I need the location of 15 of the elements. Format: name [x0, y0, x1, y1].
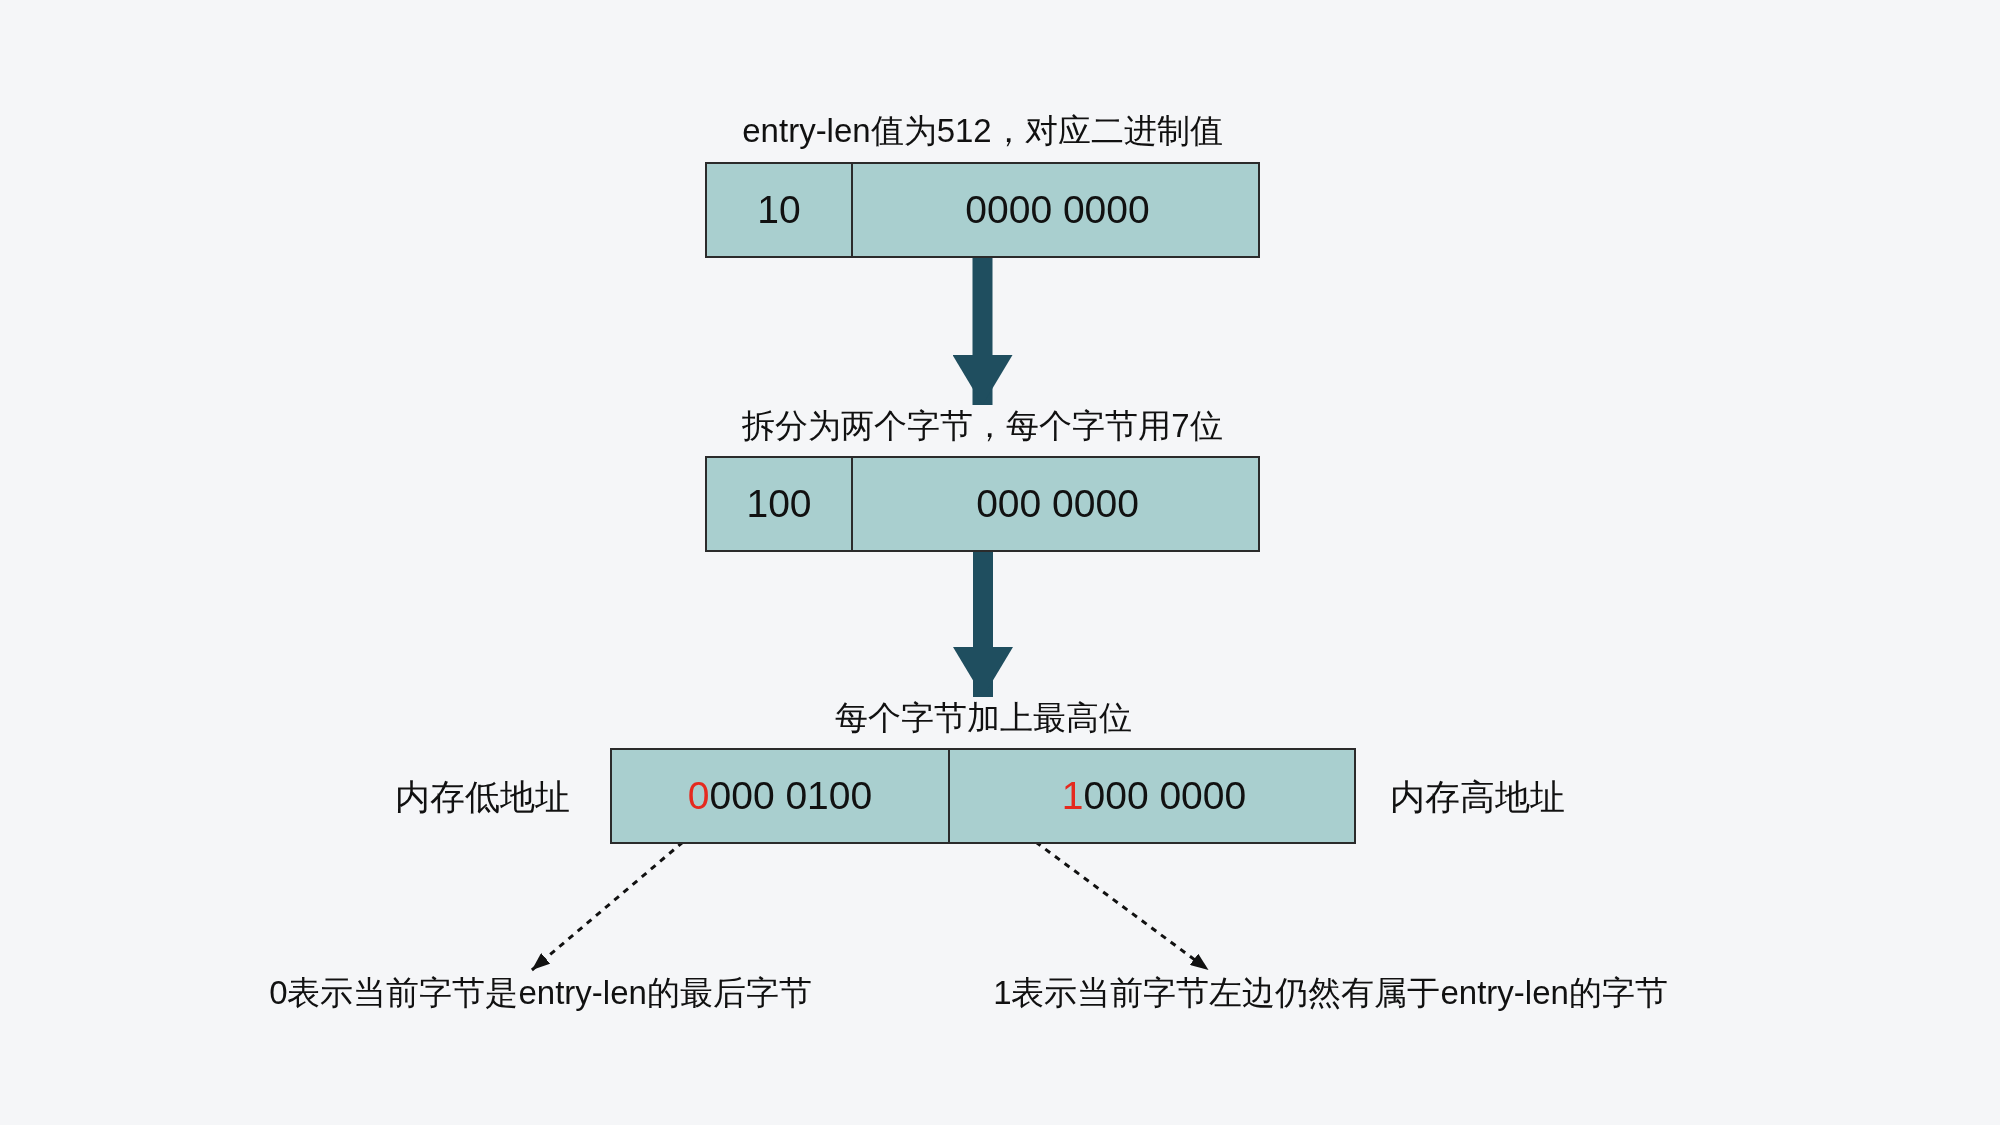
binary-digits: 100 — [746, 482, 812, 526]
explanation-text: 1表示当前字节左边仍然有属于entry-len的字节 — [954, 970, 1707, 1016]
box-heading: entry-len值为512，对应二进制值 — [741, 111, 1224, 151]
box-heading: 每个字节加上最高位 — [833, 698, 1133, 738]
memory-address-label: 内存高地址 — [1390, 776, 1565, 818]
memory-address-label: 内存低地址 — [395, 776, 570, 818]
binary-digits: 0000 0100 — [687, 774, 873, 818]
binary-digits: 1000 0000 — [1061, 774, 1247, 818]
down-arrow — [953, 552, 1013, 697]
binary-digits: 000 0000 — [976, 482, 1139, 526]
binary-digits: 10 — [757, 188, 801, 232]
down-arrow — [952, 258, 1013, 405]
explanation-text: 0表示当前字节是entry-len的最后字节 — [233, 970, 848, 1016]
box-heading: 拆分为两个字节，每个字节用7位 — [741, 406, 1224, 446]
binary-digits: 0000 0000 — [965, 188, 1150, 232]
